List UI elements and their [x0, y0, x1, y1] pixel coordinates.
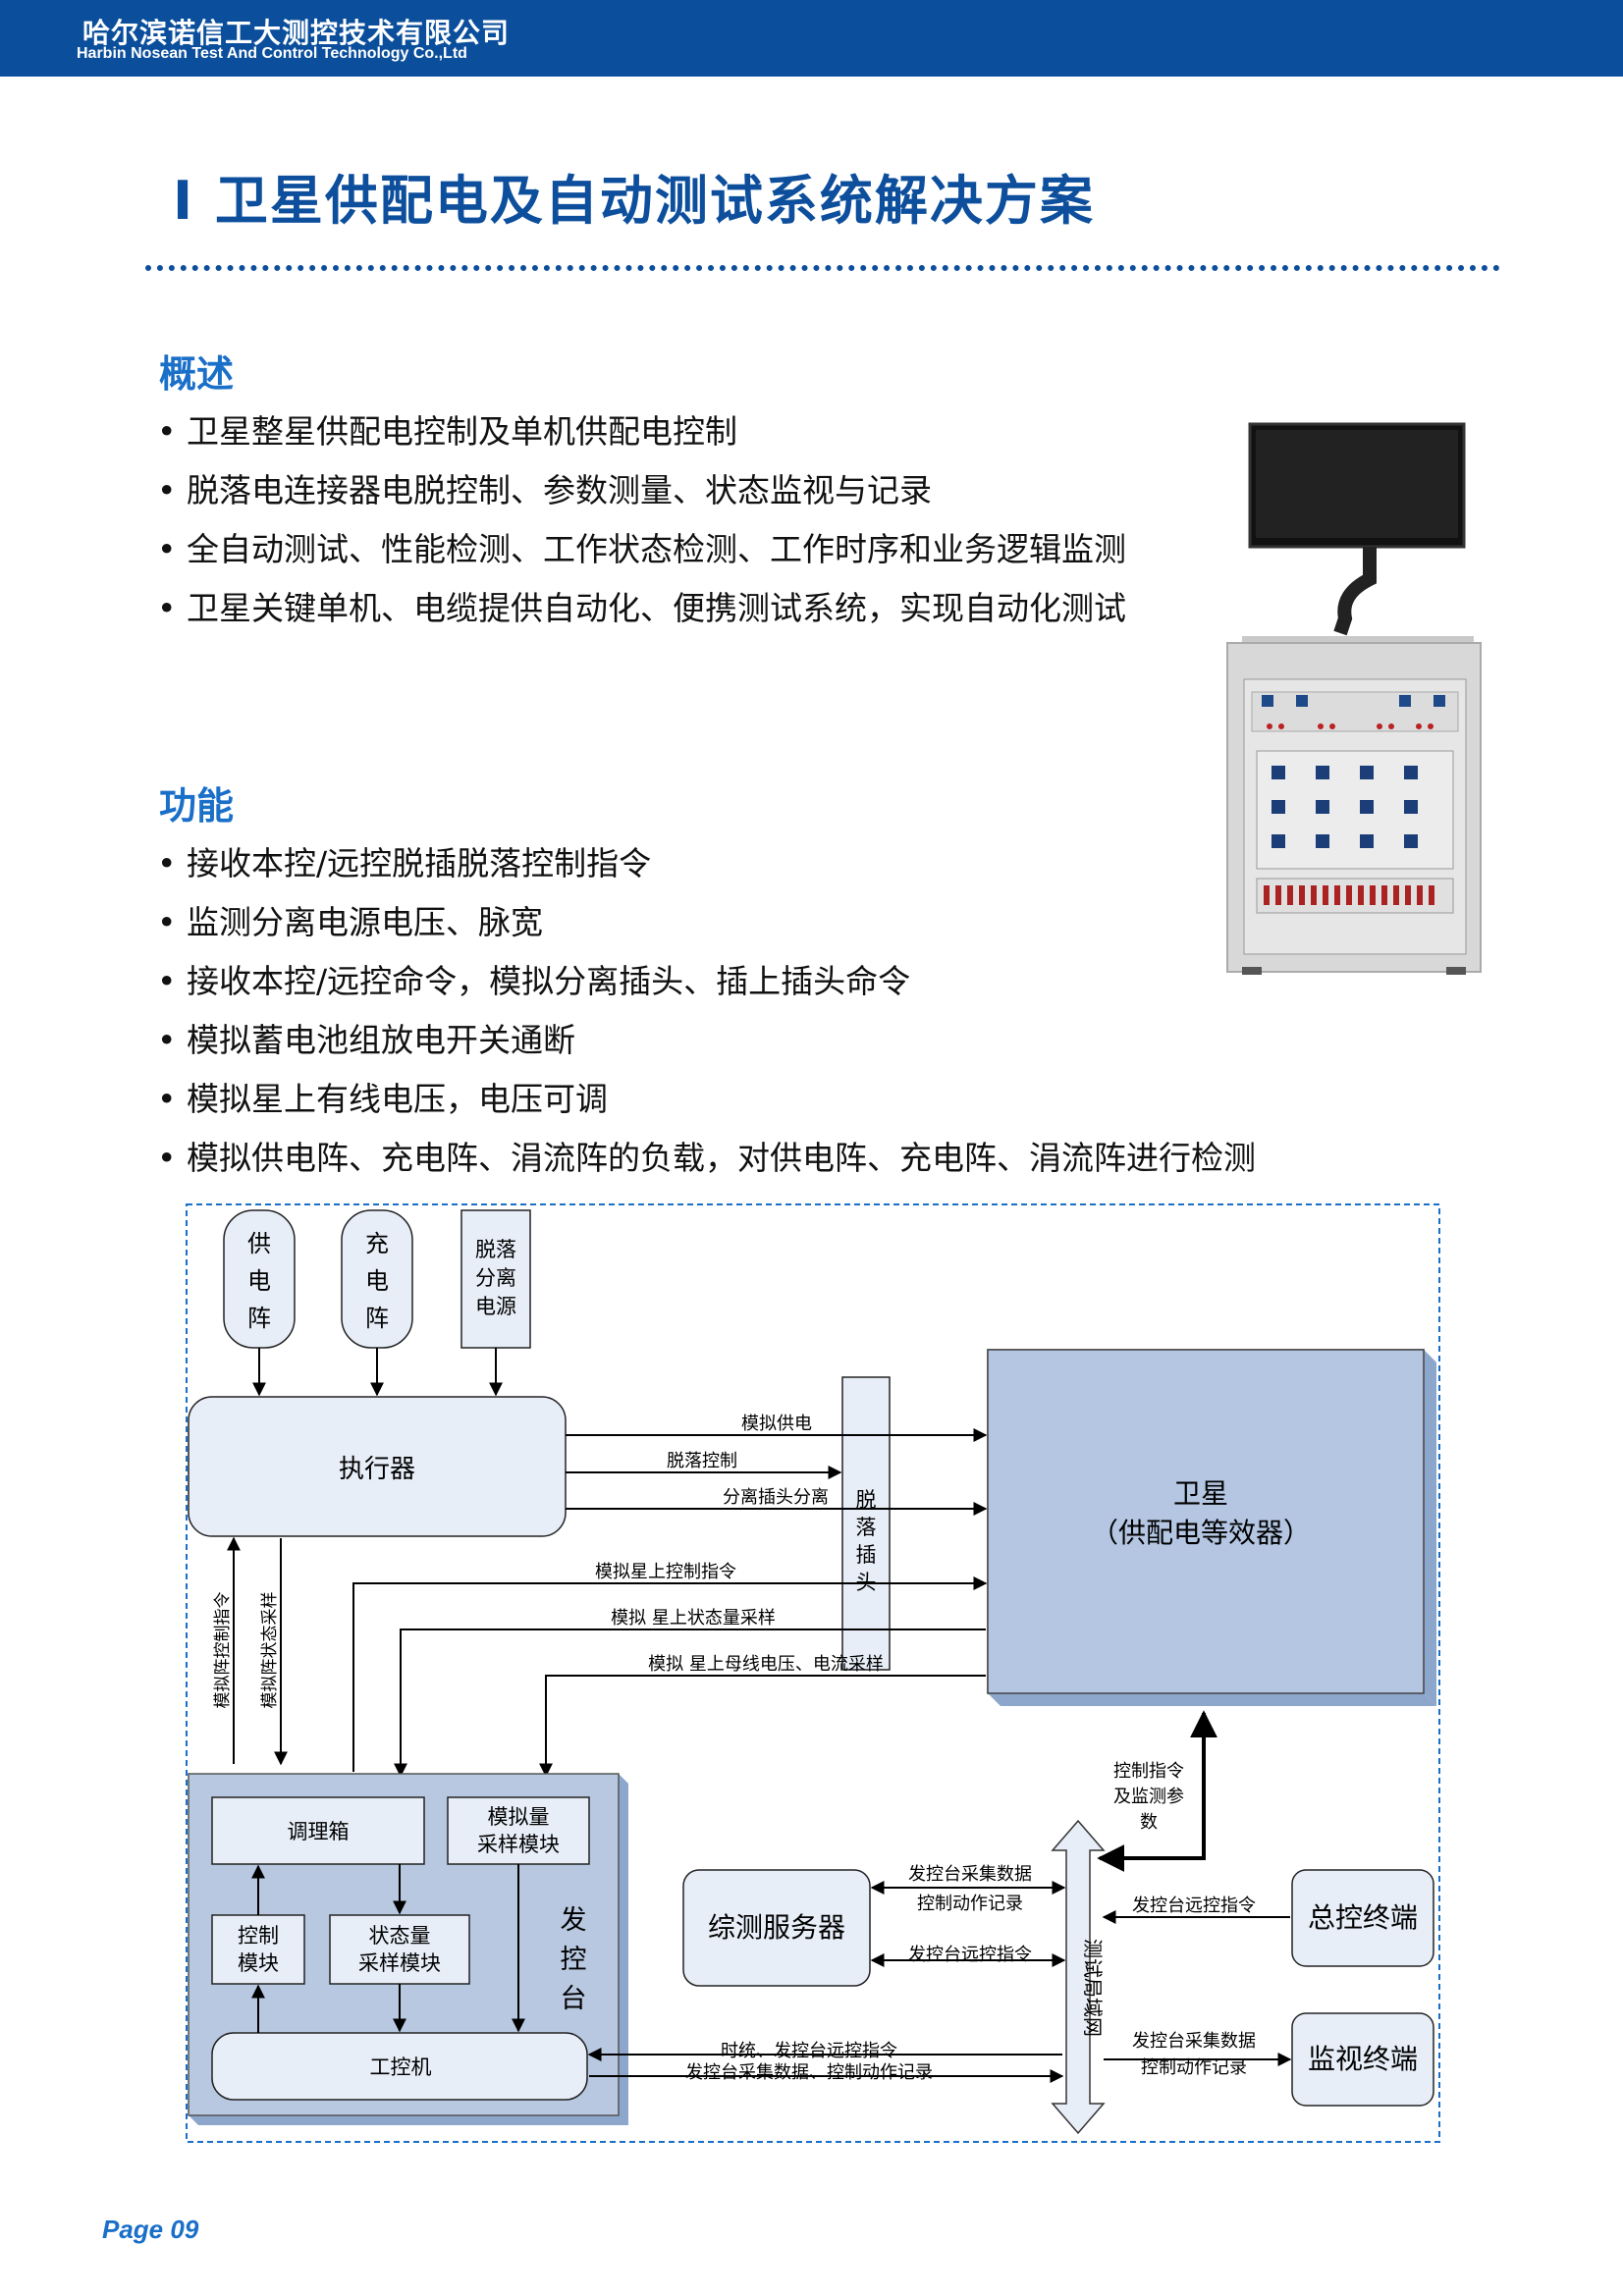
- monitor-terminal-label: 监视终端: [1308, 2043, 1418, 2075]
- overview-heading: 概述: [159, 352, 235, 396]
- status-module-box: [329, 1914, 470, 1985]
- sig-srv-b: 发控台远控指令: [908, 1945, 1032, 1965]
- company-name-en: Harbin Nosean Test And Control Technolog…: [77, 45, 467, 62]
- charge-array-ch3: 阵: [365, 1305, 389, 1332]
- lan-arrow: [1051, 1819, 1106, 2135]
- functions-item: 接收本控/远控命令，模拟分离插头、插上插头命令: [157, 952, 1256, 1011]
- separation-power-box: [460, 1209, 531, 1349]
- console-ch3: 台: [561, 1984, 587, 2014]
- status-label-2: 采样模块: [358, 1951, 441, 1975]
- console-ch1: 发: [561, 1905, 587, 1936]
- sig-ctrl-3: 数: [1140, 1812, 1158, 1833]
- page-title: I 卫星供配电及自动测试系统解决方案: [173, 170, 1095, 232]
- functions-item: 模拟蓄电池组放电开关通断: [157, 1011, 1256, 1070]
- executor-label: 执行器: [339, 1455, 415, 1484]
- master-terminal-label: 总控终端: [1308, 1901, 1418, 1934]
- analog-label-1: 模拟量: [488, 1805, 550, 1829]
- overview-list: 卫星整星供配电控制及单机供配电控制脱落电连接器电脱控制、参数测量、状态监视与记录…: [157, 402, 1126, 638]
- sig-ctrl-2: 及监测参: [1113, 1787, 1184, 1807]
- functions-item: 监测分离电源电压、脉宽: [157, 893, 1256, 952]
- sig-mon-1: 发控台采集数据: [1132, 2031, 1256, 2052]
- sig-plug-sep: 分离插头分离: [723, 1487, 829, 1508]
- supply-array-ch3: 阵: [247, 1305, 271, 1332]
- plug-ch1: 脱: [856, 1488, 877, 1512]
- functions-item: 接收本控/远控脱插脱落控制指令: [157, 834, 1256, 893]
- status-label-1: 状态量: [369, 1924, 431, 1948]
- master-terminal-box: [1291, 1869, 1434, 1967]
- functions-item: 模拟星上有线电压，电压可调: [157, 1070, 1256, 1129]
- sig-ipc-1: 时统、发控台远控指令: [721, 2041, 897, 2061]
- charge-array-ch2: 电: [365, 1267, 389, 1295]
- sig-ctrl-1: 控制指令: [1113, 1761, 1184, 1782]
- sig-array-status: 模拟阵状态采样: [260, 1592, 280, 1709]
- sig-drop: 脱落控制: [667, 1451, 737, 1471]
- control-module-box: [211, 1914, 305, 1985]
- server-box: [682, 1869, 871, 1987]
- satellite-label-1: 卫星: [1173, 1477, 1228, 1510]
- sig-array-cmd: 模拟阵控制指令: [213, 1592, 233, 1709]
- company-name-cn: 哈尔滨诺信工大测控技术有限公司: [82, 17, 511, 49]
- ipc-box: [211, 2032, 588, 2101]
- sig-srv-a1: 发控台采集数据: [908, 1864, 1032, 1885]
- console-ch2: 控: [561, 1945, 587, 1975]
- overview-item: 脱落电连接器电脱控制、参数测量、状态监视与记录: [157, 461, 1126, 520]
- sig-master: 发控台远控指令: [1132, 1896, 1256, 1916]
- system-block-diagram: 供 电 阵 充 电 阵 脱落 分离 电源 执行器 卫星 （供配电等效器） 脱 落…: [186, 1203, 1440, 2143]
- sig-power: 模拟供电: [741, 1414, 812, 1434]
- conditioner-box: [211, 1796, 425, 1865]
- plug-ch3: 插: [856, 1543, 877, 1567]
- supply-array-ch1: 供: [247, 1230, 271, 1257]
- equipment-cabinet-photo: [1226, 422, 1482, 975]
- sig-ipc-2: 发控台采集数据、控制动作记录: [685, 2062, 933, 2083]
- satellite-box: [987, 1349, 1425, 1694]
- sig-onboard-cmd: 模拟星上控制指令: [595, 1562, 736, 1582]
- lan-label: 测试局域网: [1081, 1939, 1105, 2037]
- dotted-divider: [145, 265, 1500, 271]
- analog-label-2: 采样模块: [477, 1833, 560, 1856]
- server-label: 综测服务器: [708, 1911, 845, 1944]
- sig-srv-a2: 控制动作记录: [917, 1894, 1023, 1914]
- functions-heading: 功能: [159, 784, 235, 828]
- monitor-terminal-box: [1291, 2012, 1434, 2107]
- supply-array-ch2: 电: [247, 1267, 271, 1295]
- separation-power-l3: 电源: [475, 1295, 516, 1318]
- separation-power-l1: 脱落: [475, 1238, 516, 1261]
- overview-item: 全自动测试、性能检测、工作状态检测、工作时序和业务逻辑监测: [157, 520, 1126, 579]
- functions-list: 接收本控/远控脱插脱落控制指令监测分离电源电压、脉宽接收本控/远控命令，模拟分离…: [157, 834, 1256, 1188]
- conditioner-label: 调理箱: [288, 1820, 350, 1843]
- sig-mon-2: 控制动作记录: [1141, 2057, 1247, 2078]
- separation-power-l2: 分离: [475, 1266, 516, 1290]
- header-banner: 哈尔滨诺信工大测控技术有限公司 Harbin Nosean Test And C…: [0, 0, 1623, 77]
- satellite-label-2: （供配电等效器）: [1091, 1517, 1311, 1549]
- page-number: Page 09: [102, 2215, 199, 2244]
- overview-item: 卫星关键单机、电缆提供自动化、便携测试系统，实现自动化测试: [157, 579, 1126, 638]
- functions-item: 模拟供电阵、充电阵、涓流阵的负载，对供电阵、充电阵、涓流阵进行检测: [157, 1129, 1256, 1188]
- control-label-1: 控制: [238, 1924, 279, 1948]
- plug-ch2: 落: [856, 1516, 877, 1539]
- sig-onboard-status: 模拟 星上状态量采样: [611, 1608, 776, 1629]
- diagram-frame: [186, 1203, 1440, 2143]
- analog-module-box: [447, 1796, 590, 1865]
- executor-box: [188, 1396, 567, 1537]
- charge-array-ch1: 充: [365, 1230, 389, 1257]
- sig-onboard-bus: 模拟 星上母线电压、电流采样: [648, 1654, 884, 1675]
- ipc-label: 工控机: [370, 2056, 432, 2079]
- control-label-2: 模块: [238, 1951, 279, 1975]
- overview-item: 卫星整星供配电控制及单机供配电控制: [157, 402, 1126, 461]
- plug-box: [841, 1376, 891, 1671]
